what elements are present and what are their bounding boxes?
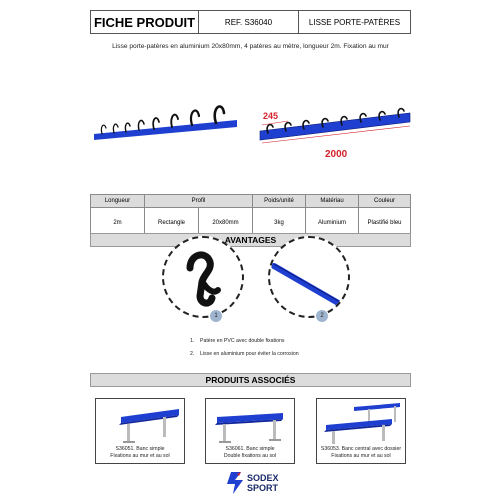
related-product-card[interactable]: S36051. Banc simple Fixations au mur et … [95, 398, 185, 464]
dimension-lines [261, 120, 411, 144]
product-name: S36061. Banc simple [225, 446, 275, 452]
length-label: 2000 [325, 149, 348, 160]
logo-text-top: SODEX [247, 473, 279, 483]
product-fixation: Fixations au mur et au sol [331, 453, 391, 459]
logo-mark [227, 472, 243, 494]
advantage-badge-1: 1 [209, 309, 223, 323]
advantages-list: 1. Patère en PVC avec double fixations 2… [190, 338, 299, 364]
advantage-badge-2: 2 [315, 309, 329, 323]
spec-header-weight: Poids/unité [252, 194, 306, 208]
spec-weight: 3kg [252, 207, 306, 238]
product-caption: S36051. Banc simple Fixations au mur et … [96, 446, 184, 460]
product-fixation: Double fixations au sol [223, 453, 277, 459]
advantage-detail-hook [162, 236, 244, 318]
product-fixation: Fixations au mur et au sol [110, 453, 170, 459]
related-product-card[interactable]: S36053. Banc central avec dossier Fixati… [316, 398, 406, 464]
product-caption: S36053. Banc central avec dossier Fixati… [317, 446, 405, 460]
product-reference: REF. S36040 [199, 11, 299, 33]
list-item: 2. Lisse en aluminium pour éviter la cor… [190, 351, 299, 364]
list-item: 1. Patère en PVC avec double fixations [190, 338, 299, 351]
specs-table: Longueur Profil Poids/unité Matériau Cou… [90, 194, 411, 238]
product-type: LISSE PORTE-PATÈRES [308, 17, 401, 27]
advantages-title: AVANTAGES [90, 233, 411, 247]
spec-material: Aluminium [305, 207, 359, 238]
product-name: S36051. Banc simple [115, 446, 165, 452]
bench-image [324, 403, 400, 444]
specs-header-row: Longueur Profil Poids/unité Matériau Cou… [90, 194, 411, 208]
header-bar: FICHE PRODUIT REF. S36040 LISSE PORTE-PA… [90, 10, 411, 34]
spacing-label: 245 [263, 111, 278, 121]
related-product-card[interactable]: S36061. Banc simple Double fixations au … [205, 398, 295, 464]
related-products-title: PRODUITS ASSOCIÉS [90, 373, 411, 387]
list-item-number: 2. [190, 351, 195, 357]
spec-header-length: Longueur [90, 194, 145, 208]
rail-drawing [259, 112, 411, 141]
spec-header-material: Matériau [305, 194, 359, 208]
advantage-detail-rail [268, 236, 350, 318]
spec-header-color: Couleur [358, 194, 411, 208]
list-item-text: Patère en PVC avec double fixations [200, 338, 285, 344]
product-name: S36053. Banc central avec dossier [320, 446, 402, 452]
sodex-sport-logo: SODEX SPORT [227, 472, 279, 494]
product-caption: S36061. Banc simple Double fixations au … [206, 446, 294, 460]
dimension-drawing: 245 2000 [259, 107, 411, 160]
rail [94, 120, 237, 140]
spec-color: Plastifié bleu [358, 207, 411, 238]
list-item-text: Lisse en aluminium pour éviter la corros… [200, 351, 299, 357]
hook-icon [186, 251, 221, 307]
bench-image [119, 409, 179, 443]
page-title: FICHE PRODUIT [91, 11, 199, 33]
logo-text-bottom: SPORT [247, 483, 279, 493]
hooks-drawing [266, 107, 405, 134]
spec-header-profile: Profil [144, 194, 253, 208]
product-description: Lisse porte-patères en aluminium 20x80mm… [112, 43, 389, 50]
product-photo [94, 105, 237, 140]
bench-image [215, 413, 283, 443]
rail-icon [271, 263, 343, 307]
hooks [100, 105, 226, 135]
list-item-number: 1. [190, 338, 195, 344]
